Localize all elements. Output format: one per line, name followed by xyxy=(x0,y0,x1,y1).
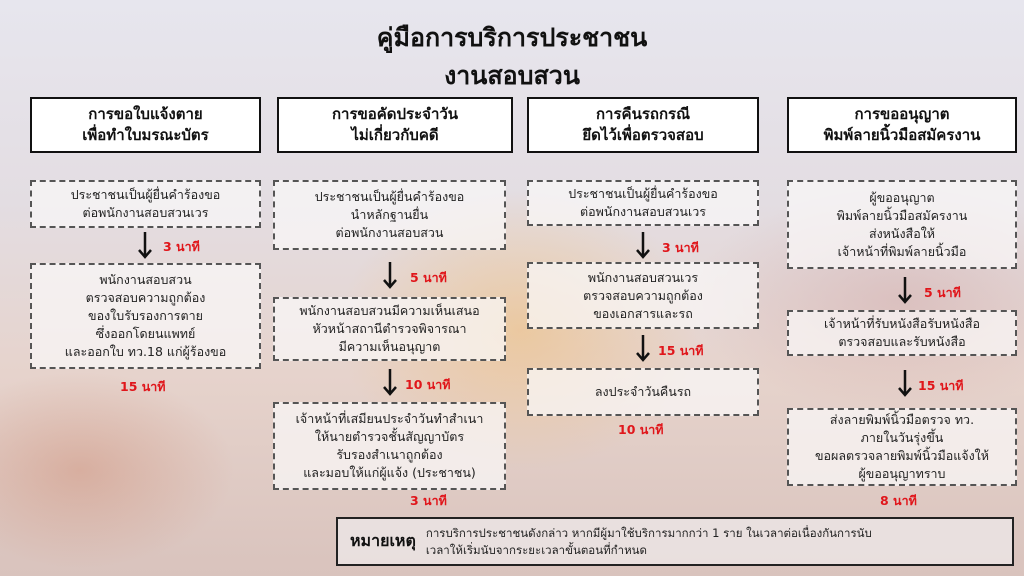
note-box: หมายเหตุ การบริการประชาชนดังกล่าว หากมีผ… xyxy=(336,517,1014,566)
step-box: เจ้าหน้าที่รับหนังสือรับหนังสือ ตรวจสอบแ… xyxy=(787,310,1017,356)
step-box: พนักงานสอบสวน ตรวจสอบความถูกต้อง ของใบรั… xyxy=(30,263,261,369)
arrow-down-icon xyxy=(636,232,650,259)
step-time: 3 นาที xyxy=(662,240,699,255)
step-time: 10 นาที xyxy=(405,377,451,392)
step-time: 15 นาที xyxy=(918,378,964,393)
arrow-down-icon xyxy=(138,232,152,259)
step-time: 15 นาที xyxy=(658,343,704,358)
step-box: ประชาชนเป็นผู้ยื่นคำร้องขอ ต่อพนักงานสอบ… xyxy=(30,180,261,228)
page-title: คู่มือการบริการประชาชน xyxy=(376,23,648,52)
page-subtitle: งานสอบสวน xyxy=(444,61,580,90)
step-box: ประชาชนเป็นผู้ยื่นคำร้องขอ ต่อพนักงานสอบ… xyxy=(527,180,759,226)
step-time: 3 นาที xyxy=(163,239,200,254)
step-box: ลงประจำวันคืนรถ xyxy=(527,368,759,416)
arrow-down-icon xyxy=(898,370,912,397)
step-time: 5 นาที xyxy=(924,285,961,300)
step-time: 8 นาที xyxy=(880,493,917,508)
column-header-death-notice: การขอใบแจ้งตาย เพื่อทำใบมรณะบัตร xyxy=(30,97,261,153)
step-box: พนักงานสอบสวนเวร ตรวจสอบความถูกต้อง ของเ… xyxy=(527,262,759,329)
column-header-vehicle-return: การคืนรถกรณี ยึดไว้เพื่อตรวจสอบ xyxy=(527,97,759,153)
step-time: 3 นาที xyxy=(410,493,447,508)
column-header-daily-record: การขอคัดประจำวัน ไม่เกี่ยวกับคดี xyxy=(277,97,513,153)
step-time: 5 นาที xyxy=(410,270,447,285)
step-time: 15 นาที xyxy=(120,379,166,394)
step-box: ผู้ขออนุญาต พิมพ์ลายนิ้วมือสมัครงาน ส่งห… xyxy=(787,180,1017,269)
step-box: ประชาชนเป็นผู้ยื่นคำร้องขอ นำหลักฐานยื่น… xyxy=(273,180,506,250)
step-box: เจ้าหน้าที่เสมียนประจำวันทำสำเนา ให้นายต… xyxy=(273,402,506,490)
arrow-down-icon xyxy=(636,335,650,362)
step-time: 10 นาที xyxy=(618,422,664,437)
column-header-fingerprint: การขออนุญาต พิมพ์ลายนิ้วมือสมัครงาน xyxy=(787,97,1017,153)
note-text: การบริการประชาชนดังกล่าว หากมีผู้มาใช้บร… xyxy=(425,525,872,557)
arrow-down-icon xyxy=(898,277,912,304)
step-box: ส่งลายพิมพ์นิ้วมือตรวจ ทว. ภายในวันรุ่งข… xyxy=(787,408,1017,486)
step-box: พนักงานสอบสวนมีความเห็นเสนอ หัวหน้าสถานี… xyxy=(273,297,506,361)
arrow-down-icon xyxy=(383,262,397,289)
note-label: หมายเหตุ xyxy=(350,531,416,550)
arrow-down-icon xyxy=(383,369,397,396)
